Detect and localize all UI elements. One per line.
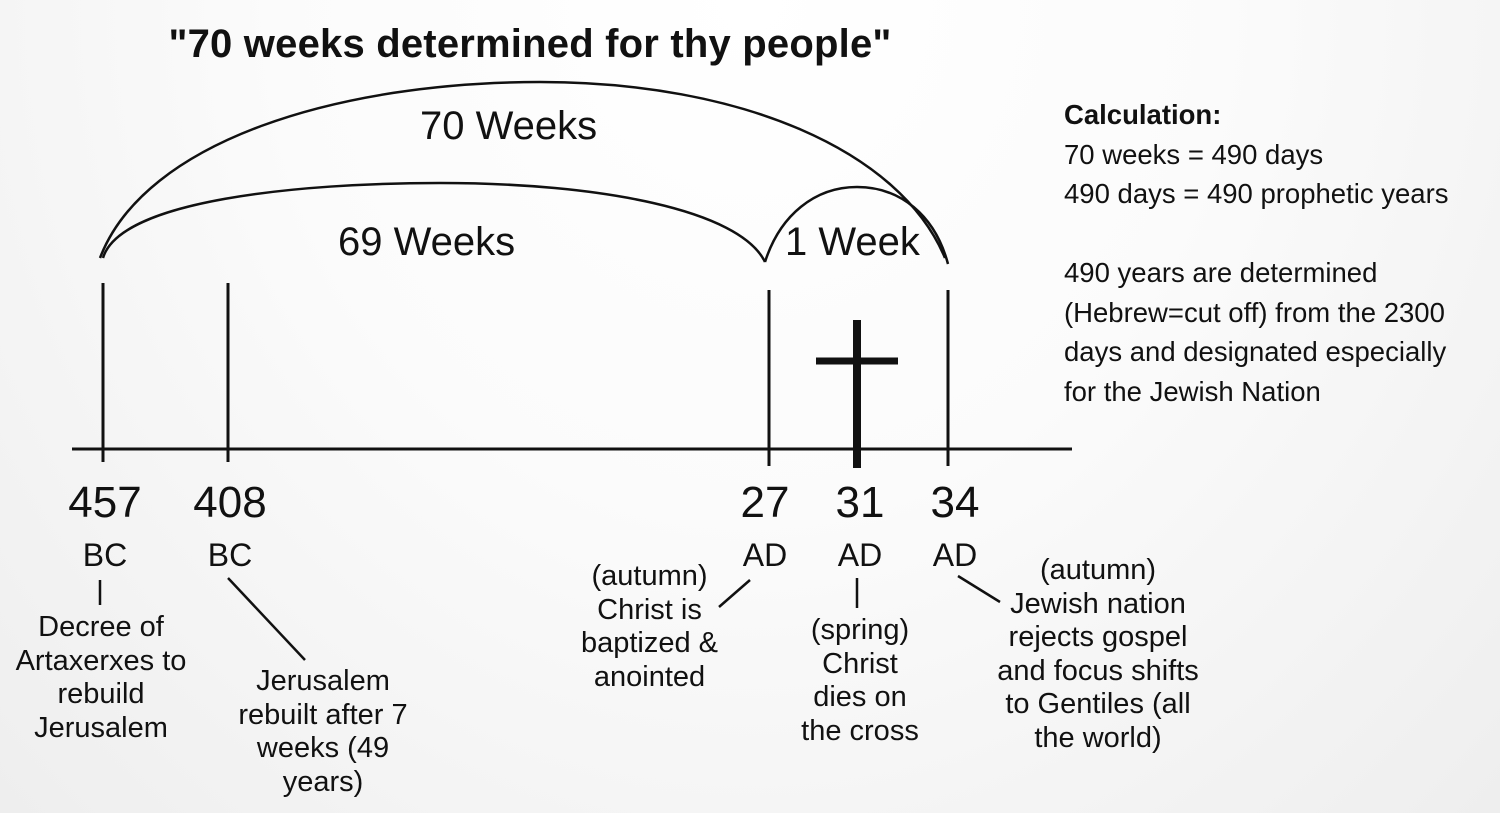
year-457: 457 [68,478,142,527]
era-457: BC [82,537,128,573]
calculation-panel: Calculation: 70 weeks = 490 days 490 day… [1064,95,1494,411]
connector-34 [957,574,1001,604]
diagram-title: "70 weeks determined for thy people" [168,22,892,66]
note-408: Jerusalem rebuilt after 7 weeks (49 year… [238,665,408,798]
note-457: Decree of Artaxerxes to rebuild Jerusale… [15,611,187,744]
calculation-paragraph-line: 490 years are determined [1064,257,1378,288]
calculation-paragraph-line: days and designated especially [1064,336,1447,367]
arc-70-weeks [98,80,947,259]
calculation-paragraph-line: (Hebrew=cut off) from the 2300 [1064,296,1445,328]
note-34: (autumn) Jewish nation rejects gospel an… [997,554,1199,754]
calculation-paragraph-line: for the Jewish Nation [1064,375,1321,407]
label-70-weeks: 70 Weeks [420,104,598,148]
era-27: AD [742,537,788,573]
calculation-spacer [1064,214,1494,254]
era-31: AD [837,537,883,573]
connector-408 [227,577,306,661]
calculation-heading: Calculation: [1064,99,1222,130]
year-408: 408 [193,478,267,527]
arc-69-weeks [101,181,767,263]
year-31: 31 [835,478,885,527]
era-34: AD [932,537,978,573]
calculation-line: 490 days = 490 prophetic years [1064,178,1449,209]
label-69-weeks: 69 Weeks [338,220,516,264]
connector-27 [718,579,751,608]
cross-icon [816,320,898,468]
note-31: (spring) Christ dies on the cross [801,614,919,747]
note-27: (autumn) Christ is baptized & anointed [580,560,719,693]
label-1-week: 1 Week [785,220,920,264]
year-27: 27 [740,478,790,527]
year-34: 34 [930,478,980,527]
calculation-line: 70 weeks = 490 days [1064,138,1324,170]
arc-1-week [763,185,950,265]
era-408: BC [207,537,253,573]
